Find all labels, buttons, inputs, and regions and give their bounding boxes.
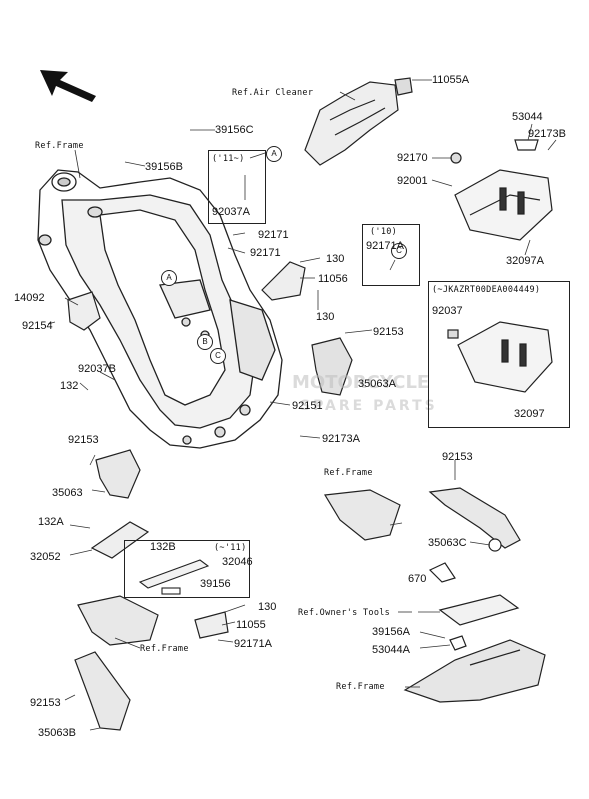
ref-owners-tools: Ref.Owner's Tools [298, 608, 391, 618]
part-11055: 11055 [236, 619, 266, 631]
part-92153-a: 92153 [373, 326, 404, 338]
callout-a-frame: A [161, 270, 177, 286]
ref-frame-left-bottom: Ref.Frame [140, 644, 189, 654]
ref-frame-mid: Ref.Frame [324, 468, 373, 478]
part-92173A: 92173A [322, 433, 360, 445]
callout-a-top: A [266, 146, 282, 162]
part-132: 132 [60, 380, 79, 392]
part-670: 670 [408, 573, 427, 585]
box-11-onward-caption: ('11~) [212, 154, 245, 164]
rear-fender-drawing [403, 562, 546, 703]
part-35063A: 35063A [358, 378, 396, 390]
part-11056: 11056 [318, 273, 348, 285]
part-92037B: 92037B [78, 363, 116, 375]
callout-b-frame: B [197, 334, 213, 350]
part-92037: 92037 [432, 305, 463, 317]
part-53044: 53044 [512, 111, 543, 123]
part-92171-a: 92171 [258, 229, 289, 241]
bracket-11055-drawing [194, 611, 229, 639]
callout-c-box: C [391, 243, 407, 259]
part-53044A: 53044A [372, 644, 410, 656]
part-130-a: 130 [326, 253, 345, 265]
watermark-line-1: MOTORCYCLE [292, 372, 430, 393]
bracket-14092-drawing [67, 291, 101, 331]
box-jkazrt-caption: (~JKAZRT00DEA004449) [432, 285, 541, 295]
watermark-line-2: SPARE PARTS [300, 398, 438, 414]
box-to-11 [124, 540, 250, 598]
hanger-35063C-drawing [324, 487, 521, 552]
bracket-35063A-drawing [311, 337, 353, 396]
cover-32052-drawing [90, 521, 150, 559]
part-92153-d: 92153 [30, 697, 61, 709]
air-cleaner-duct-drawing [304, 77, 413, 166]
part-35063C: 35063C [428, 537, 467, 549]
part-39156B: 39156B [145, 161, 183, 173]
part-11055A: 11055A [432, 74, 470, 86]
part-92171A-box: 92171A [366, 240, 404, 252]
part-92153-b: 92153 [68, 434, 99, 446]
leader-lines [47, 79, 557, 731]
main-frame-drawing [37, 169, 283, 449]
part-39156C: 39156C [215, 124, 254, 136]
part-39156A: 39156A [372, 626, 410, 638]
part-132A: 132A [38, 516, 64, 528]
part-92154: 92154 [22, 320, 53, 332]
tray-32097A-drawing [450, 139, 553, 241]
part-92173B: 92173B [528, 128, 566, 140]
bracket-11056-drawing [261, 261, 306, 301]
part-92151: 92151 [292, 400, 323, 412]
part-39156: 39156 [200, 578, 231, 590]
bracket-35063-drawing [95, 449, 141, 499]
tray-32097-drawing [447, 321, 553, 393]
part-32097: 32097 [514, 408, 545, 420]
part-92037A: 92037A [212, 206, 250, 218]
part-92170: 92170 [397, 152, 428, 164]
part-32046: 32046 [222, 556, 253, 568]
ref-air-cleaner: Ref.Air Cleaner [232, 88, 314, 98]
part-14092: 14092 [14, 292, 45, 304]
callout-c-frame: C [210, 348, 226, 364]
part-35063: 35063 [52, 487, 83, 499]
part-32052: 32052 [30, 551, 61, 563]
hanger-35063B-drawing [74, 595, 159, 731]
part-35063B: 35063B [38, 727, 76, 739]
part-92171A-bottom: 92171A [234, 638, 272, 650]
box4-parts-drawing [138, 559, 210, 595]
part-32097A: 32097A [506, 255, 544, 267]
box-to-11-caption: (~'11) [214, 543, 247, 553]
box-jkazrt [428, 281, 570, 428]
part-130-c: 130 [258, 601, 277, 613]
ref-frame-top: Ref.Frame [35, 141, 84, 151]
part-130-b: 130 [316, 311, 335, 323]
direction-arrow-icon [40, 70, 96, 102]
ref-frame-right-bottom: Ref.Frame [336, 682, 385, 692]
part-132B: 132B [150, 541, 176, 553]
part-92001: 92001 [397, 175, 428, 187]
box-10-caption: ('10) [370, 227, 398, 237]
part-92171-b: 92171 [250, 247, 281, 259]
box-10 [362, 224, 420, 286]
box-11-onward [208, 150, 266, 224]
part-92153-c: 92153 [442, 451, 473, 463]
